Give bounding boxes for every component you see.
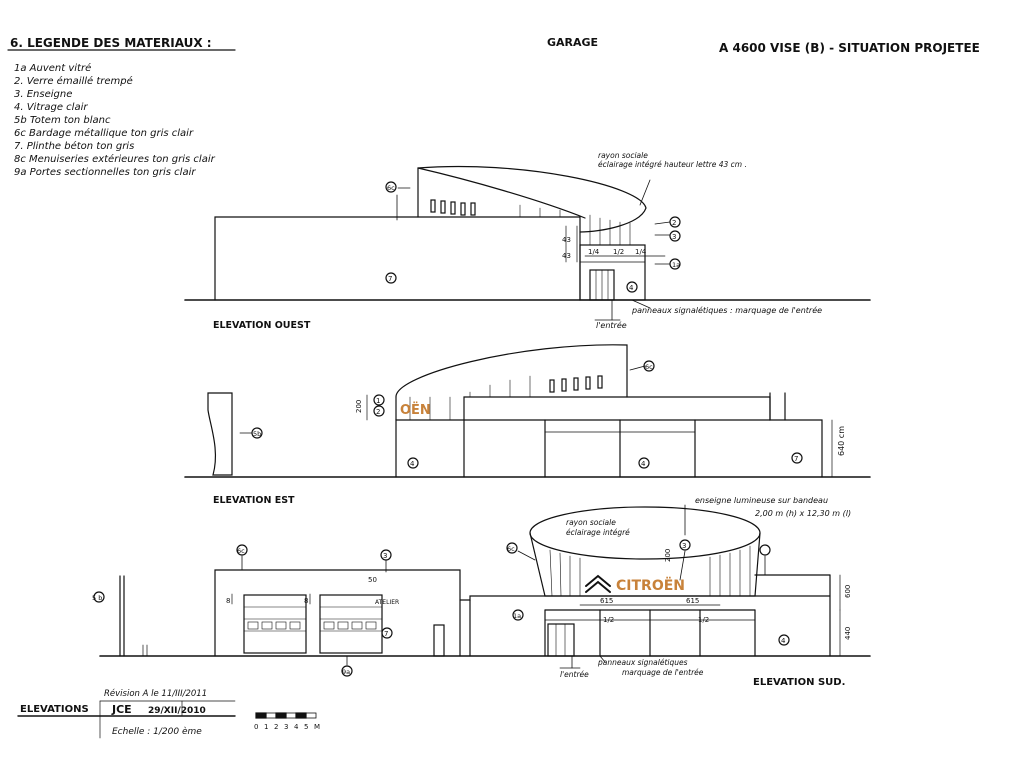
legend-item: 3. Enseigne (14, 89, 72, 100)
sud-annotation: ATELIER (375, 599, 399, 606)
tag-label: 8 (226, 597, 230, 605)
sud-left-block (214, 569, 461, 657)
legend-item: 9a Portes sectionnelles ton gris clair (14, 167, 196, 178)
legend-item: 5b Totem ton blanc (14, 115, 111, 126)
elevation-ouest-drawing (184, 165, 871, 321)
dim-label: 200 (664, 549, 672, 562)
sud-annotation: enseigne lumineuse sur bandeau (695, 496, 828, 505)
dim-label: 1/2 (613, 248, 624, 256)
tag-label: 3 (383, 552, 387, 560)
elevation-sud-drawing (93, 504, 871, 677)
author-initials: JCE (111, 703, 132, 716)
elevation-ouest-title: ELEVATION OUEST (213, 320, 311, 331)
tag-label: 8 (304, 597, 308, 605)
tag-label: 4 (641, 460, 646, 468)
scale-tick-label: M (314, 723, 320, 731)
tag-label: 6c (507, 545, 515, 553)
legend-item: 2. Verre émaillé trempé (14, 75, 133, 87)
ouest-main-block (214, 216, 581, 301)
scale-tick-label: 2 (274, 723, 278, 731)
dim-label: 1/2 (603, 616, 614, 624)
scale-tick-label: 5 (304, 723, 308, 731)
sud-elliptical-roof (529, 506, 761, 560)
revision-note: Révision A le 11/III/2011 (104, 688, 207, 699)
tag-label: 3 (672, 233, 676, 241)
sud-annotation: rayon sociale (566, 518, 616, 527)
dim-label: 200 (355, 400, 363, 413)
dim-label: 1/2 (698, 616, 709, 624)
legend-item: 4. Vitrage clair (14, 102, 88, 113)
est-main-block (395, 396, 823, 478)
tag-label: 1a (513, 612, 521, 620)
tag-label: 1a (672, 261, 680, 269)
tag-label: 6c (387, 184, 395, 192)
dim-label: 50 (368, 576, 377, 584)
sheet-title: ELEVATIONS (20, 704, 89, 715)
tag-label: 6c (237, 547, 245, 555)
scale-tick-label: 4 (294, 723, 299, 731)
sud-annotation: 2,00 m (h) x 12,30 m (l) (755, 509, 851, 518)
ouest-curved-roof (417, 165, 647, 233)
dim-label: 43 (562, 236, 571, 244)
ouest-annotation: éclairage intégré hauteur lettre 43 cm . (598, 160, 747, 169)
tag-label: 1 (376, 397, 380, 405)
dim-label: 43 (562, 252, 571, 260)
elevation-sud-title: ELEVATION SUD. (753, 677, 845, 688)
sud-annotation: éclairage intégré (566, 528, 630, 537)
tag-label: 7 (388, 275, 392, 283)
tag-label: 4 (629, 284, 634, 292)
tag-label: 5 b (92, 594, 102, 602)
dim-label: 615 (686, 597, 699, 605)
legend-item: 1a Auvent vitré (14, 62, 91, 74)
ouest-roof-underside (417, 167, 586, 219)
drawing-scale: Echelle : 1/200 ème (112, 726, 202, 737)
sud-sign-text: CITROËN (616, 577, 685, 594)
tag-label: 3 (682, 542, 686, 550)
ouest-annotation: l'entrée (596, 320, 627, 330)
scale-tick-label: 1 (264, 723, 268, 731)
dim-label: 1/4 (588, 248, 600, 256)
tag-label: 5b (253, 430, 261, 438)
dim-label: 640 cm (837, 426, 846, 456)
est-curved-roof (395, 344, 628, 398)
ouest-annotation: rayon sociale (598, 151, 648, 160)
scale-tick-label: 3 (284, 723, 288, 731)
est-sign-text: OËN (400, 402, 431, 418)
legend-title: 6. LEGENDE DES MATERIAUX : (10, 36, 212, 50)
project-name: GARAGE (547, 36, 598, 49)
totem-est (207, 392, 233, 476)
drawing-date: 29/XII/2010 (148, 706, 206, 716)
tag-label: 2 (672, 219, 676, 227)
legend-item: 7. Plinthe béton ton gris (14, 140, 134, 152)
tag-label: 7 (384, 630, 388, 638)
sud-annotation: panneaux signalétiques (597, 658, 688, 667)
tag-label: 6c (645, 363, 653, 371)
elevation-est-title: ELEVATION EST (213, 495, 295, 506)
legend-item: 8c Menuiseries extérieures ton gris clai… (14, 153, 216, 165)
dim-label: 615 (600, 597, 613, 605)
tag-label: 4 (781, 637, 786, 645)
tag-label: 7 (794, 455, 798, 463)
dim-label: 1/4 (635, 248, 647, 256)
dim-label: 600 (844, 585, 852, 598)
project-location: A 4600 VISE (B) - SITUATION PROJETEE (719, 41, 980, 55)
elevation-est-drawing (184, 344, 871, 478)
tag-label: 4 (410, 460, 415, 468)
legend-item: 6c Bardage métallique ton gris clair (14, 127, 194, 139)
sud-annotation: marquage de l'entrée (622, 668, 704, 677)
footer-drawing (17, 700, 317, 739)
ouest-annotation: panneaux signalétiques : marquage de l'e… (631, 305, 822, 315)
tag-label: 9a (342, 668, 350, 676)
scale-tick-label: 0 (254, 723, 258, 731)
sud-annotation: l'entrée (560, 670, 589, 679)
tag-label: 2 (376, 408, 380, 416)
dim-label: 440 (844, 627, 852, 640)
